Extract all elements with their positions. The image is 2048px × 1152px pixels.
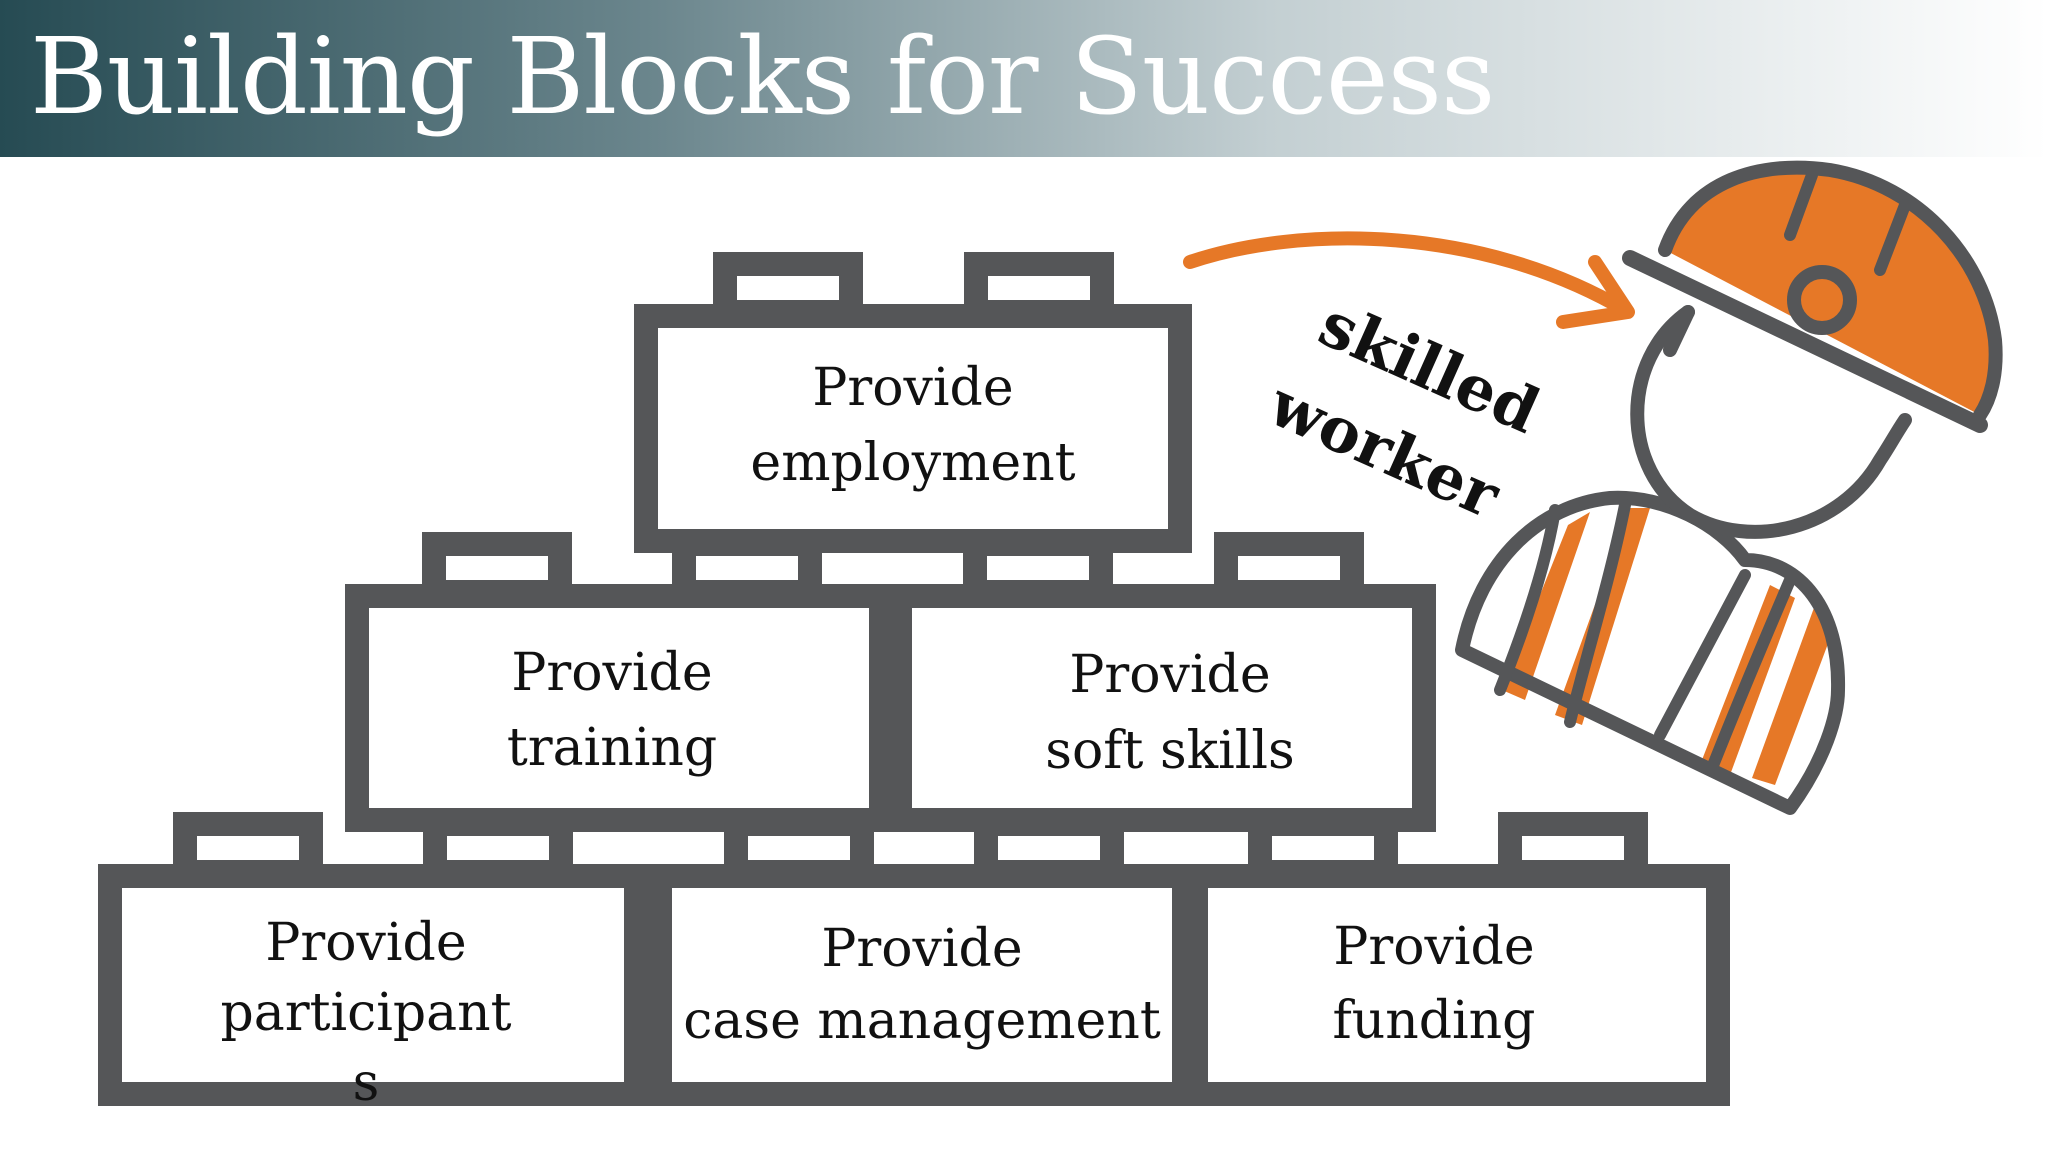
bottom-left-block-line-1: Provide <box>265 913 466 973</box>
middle-left-block-line-1: Provide <box>511 643 712 703</box>
curved-arrow-icon <box>1183 231 1635 329</box>
brick-bottom-left <box>98 812 648 1106</box>
page-title: Building Blocks for Success <box>30 15 1495 138</box>
brick-middle-left <box>345 532 893 832</box>
bottom-left-block-line-3: s <box>353 1053 380 1113</box>
bottom-left-block-line-2: participant <box>220 983 511 1043</box>
middle-left-block-line-2: training <box>507 718 717 778</box>
title-banner <box>0 0 2048 157</box>
bottom-right-block-line-2: funding <box>1333 991 1536 1051</box>
brick-bottom-center <box>648 812 1196 1106</box>
brick-top <box>634 252 1192 553</box>
brick-middle-right <box>888 532 1436 832</box>
brick-bottom-right <box>1184 812 1730 1106</box>
top-block-line-2: employment <box>750 433 1075 493</box>
middle-right-block-line-1: Provide <box>1069 645 1270 705</box>
middle-right-block-line-2: soft skills <box>1045 721 1294 781</box>
construction-worker-icon <box>1455 160 2003 815</box>
top-block-line-1: Provide <box>812 358 1013 418</box>
bottom-right-block-line-1: Provide <box>1333 917 1534 977</box>
bottom-center-block-line-1: Provide <box>821 919 1022 979</box>
bottom-center-block-line-2: case management <box>683 991 1161 1051</box>
skilled-worker-annotation: skilled worker <box>1258 287 1550 533</box>
